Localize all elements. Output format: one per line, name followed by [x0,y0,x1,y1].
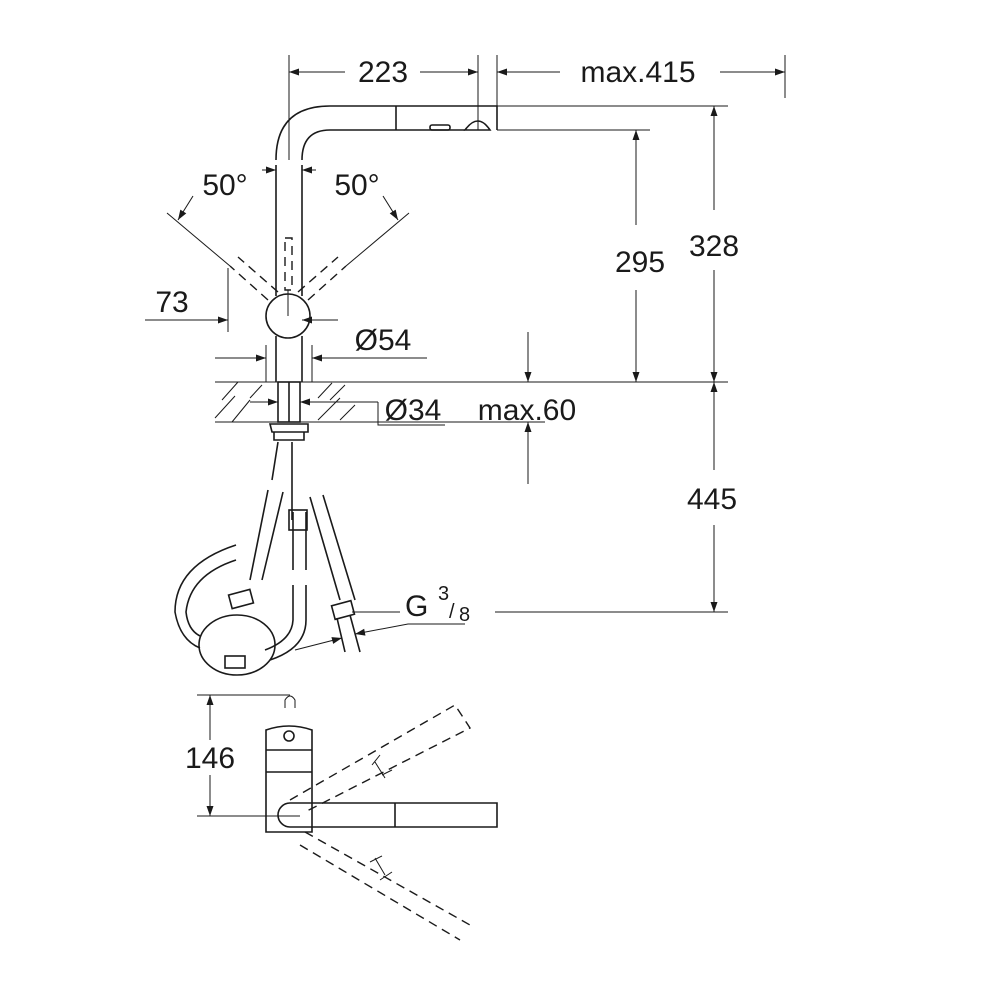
dim-hose-length: 445 [687,483,737,516]
dim-swivel-left: 50° [202,169,247,202]
dim-max-pullout: max.415 [580,56,695,89]
dim-max-counter: max.60 [478,394,576,427]
dim-lever-offset: 73 [155,286,188,319]
spray-nozzle [463,120,492,131]
dim-connection-slash: / [449,601,455,623]
dim-top-depth: 146 [185,742,235,775]
faucet-top-view: 146 [185,694,498,941]
countertop [214,381,728,423]
dim-connection-g: G [405,590,428,623]
dim-reach: 223 [358,56,408,89]
dim-base-diameter: Ø54 [355,324,412,357]
dimensions: 223 max.415 50° 50° 73 Ø54 Ø34 max.60 [145,55,786,651]
faucet-body [275,165,303,382]
dim-spout-height: 295 [615,246,665,279]
dim-swivel-right: 50° [334,169,379,202]
pull-out-weight [198,614,276,676]
spout-outer [275,105,498,161]
dim-connection-denominator: 8 [459,604,470,626]
spout-inner [301,129,465,161]
dim-hole-diameter: Ø34 [385,394,442,427]
dim-total-height: 328 [689,230,739,263]
dim-connection-numerator: 3 [438,583,449,605]
